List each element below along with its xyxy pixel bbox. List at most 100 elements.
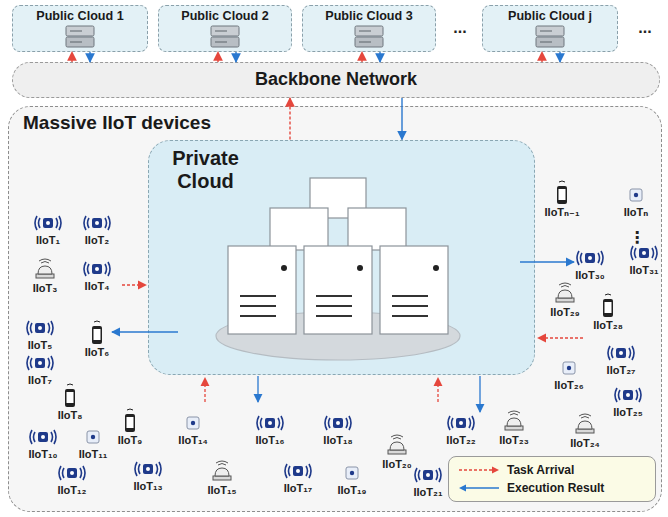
- drawing-part: [38, 266, 52, 274]
- task-arrival-arrow: [289, 98, 290, 140]
- device-icon: [603, 294, 613, 317]
- node-title: Public Cloud 3: [303, 9, 435, 24]
- drawing-part: [316, 305, 352, 307]
- drawing-part: [304, 246, 372, 334]
- legend-sample: [457, 465, 501, 475]
- device-label: IIoT₂₇: [607, 364, 636, 376]
- device-icon: [557, 181, 567, 204]
- drawing-part: [63, 468, 65, 478]
- device-icons: [27, 181, 657, 482]
- drawing-part: [612, 348, 614, 358]
- drawing-part: [34, 432, 36, 442]
- device-icon: [325, 416, 351, 430]
- drawing-part: [558, 290, 572, 298]
- drawing-part: [623, 390, 633, 400]
- legend-head: [459, 485, 466, 492]
- legend-text: Task Arrival: [507, 463, 574, 477]
- device-icon: [415, 468, 441, 482]
- drawing-part: [556, 298, 574, 302]
- drawing-part: [296, 469, 300, 473]
- drawing-part: [479, 376, 480, 412]
- drawing-part: [92, 218, 102, 228]
- drawing-part: [636, 390, 638, 400]
- drawing-part: [585, 253, 595, 263]
- device-label: IIoT₁₂: [58, 484, 87, 496]
- device-icon: [92, 321, 102, 344]
- drawing-part: [579, 414, 591, 416]
- task-arrival-arrow: [361, 52, 362, 62]
- drawing-part: [619, 390, 621, 400]
- drawing-part: [639, 248, 649, 258]
- drawing-part: [390, 442, 404, 450]
- drawing-part: [281, 265, 287, 271]
- drawing-part: [309, 464, 311, 478]
- drawing-part: [472, 416, 474, 430]
- drawing-part: [125, 414, 135, 432]
- drawing-part: [265, 418, 275, 428]
- drawing-part: [51, 321, 53, 335]
- device-label: IIoT₁₃: [133, 480, 162, 492]
- device-label: IIoT₄: [85, 280, 110, 292]
- drawing-part: [578, 421, 592, 429]
- device-icon: [36, 259, 54, 278]
- legend-head: [492, 467, 499, 474]
- drawing-part: [261, 418, 263, 428]
- drawing-part: [577, 251, 579, 265]
- device-icon: [388, 435, 406, 454]
- device-icon: [608, 346, 634, 360]
- device-label: IIoT₆: [85, 346, 110, 358]
- device-label: IIoT₂₈: [593, 319, 623, 331]
- drawing-part: [507, 418, 521, 426]
- drawing-part: [581, 417, 589, 419]
- device-icon: [84, 262, 110, 276]
- node-title: Private Cloud: [165, 147, 247, 193]
- ellipsis-mark: ...: [453, 19, 466, 37]
- legend-text: Execution Result: [507, 481, 604, 495]
- drawing-part: [538, 337, 583, 338]
- device-label: IIoT₁₈: [323, 434, 352, 446]
- drawing-part: [629, 348, 631, 358]
- device-label: IIoT₂: [85, 234, 109, 246]
- drawing-part: [346, 467, 358, 479]
- drawing-part: [576, 429, 594, 433]
- drawing-part: [437, 378, 438, 402]
- drawing-part: [35, 216, 37, 230]
- drawing-part: [92, 326, 102, 344]
- legend-entry: Task Arrival: [457, 461, 647, 479]
- drawing-part: [423, 470, 433, 480]
- drawing-part: [228, 246, 296, 334]
- drawing-part: [391, 435, 403, 437]
- device-label: IIoT₂₀: [382, 458, 411, 470]
- drawing-part: [601, 251, 603, 265]
- drawing-part: [270, 208, 328, 250]
- drawing-part: [38, 361, 42, 365]
- drawing-part: [505, 426, 523, 430]
- device-label: IIoT₁₁: [79, 448, 108, 460]
- device-icon: [65, 384, 75, 407]
- drawing-part: [268, 421, 272, 425]
- device-icon: [213, 461, 231, 480]
- drawing-part: [36, 274, 54, 278]
- drawing-part: [626, 393, 630, 397]
- drawing-part: [439, 468, 441, 482]
- device-icon: [576, 414, 594, 433]
- device-icon: [87, 431, 99, 443]
- drawing-part: [91, 435, 95, 439]
- drawing-part: [41, 435, 45, 439]
- drawing-part: [615, 388, 617, 402]
- drawing-part: [216, 312, 460, 360]
- drawing-part: [655, 246, 657, 260]
- drawing-part: [348, 208, 406, 250]
- device-label: IIoT₁₄: [178, 434, 207, 446]
- drawing-part: [59, 466, 61, 480]
- device-icon: [556, 283, 574, 302]
- drawing-part: [520, 261, 574, 262]
- drawing-part: [448, 416, 450, 430]
- drawing-part: [563, 362, 575, 374]
- drawing-part: [83, 466, 85, 480]
- drawing-part: [588, 256, 592, 260]
- drawing-part: [27, 321, 29, 335]
- drawing-part: [357, 265, 363, 271]
- device-label: IIoT₁₉: [337, 484, 366, 496]
